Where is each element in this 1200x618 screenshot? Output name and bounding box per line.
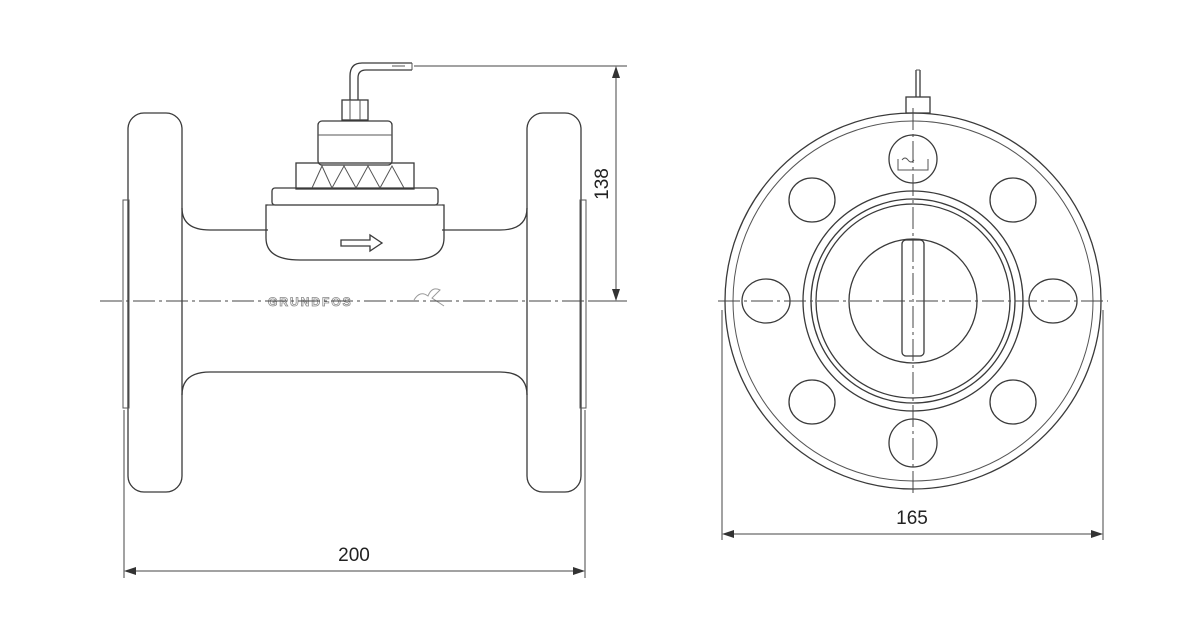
front-cable-stub [905, 69, 931, 114]
bolt-hole [989, 379, 1037, 425]
svg-text:165: 165 [896, 508, 928, 529]
right-flange [526, 112, 587, 493]
front-view [718, 69, 1108, 496]
side-view: GRUNDFOS [100, 62, 618, 493]
bolt-hole [788, 379, 836, 425]
bolt-holes [741, 134, 1078, 468]
dimension-flange-diameter: 165 [721, 310, 1104, 540]
svg-text:200: 200 [338, 545, 370, 566]
pipe-body [181, 207, 528, 396]
sensor-cable [349, 62, 413, 100]
dimension-height: 138 [414, 65, 627, 302]
sensor-housing [265, 99, 445, 261]
svg-text:138: 138 [592, 168, 613, 200]
dimension-length: 200 [123, 410, 586, 578]
bolt-hole [989, 177, 1037, 223]
flow-direction-arrow-icon [340, 233, 384, 253]
left-flange [122, 112, 183, 493]
brand-symbol-icon [413, 288, 445, 307]
brand-logo: GRUNDFOS [268, 295, 353, 309]
bolt-hole [788, 177, 836, 223]
